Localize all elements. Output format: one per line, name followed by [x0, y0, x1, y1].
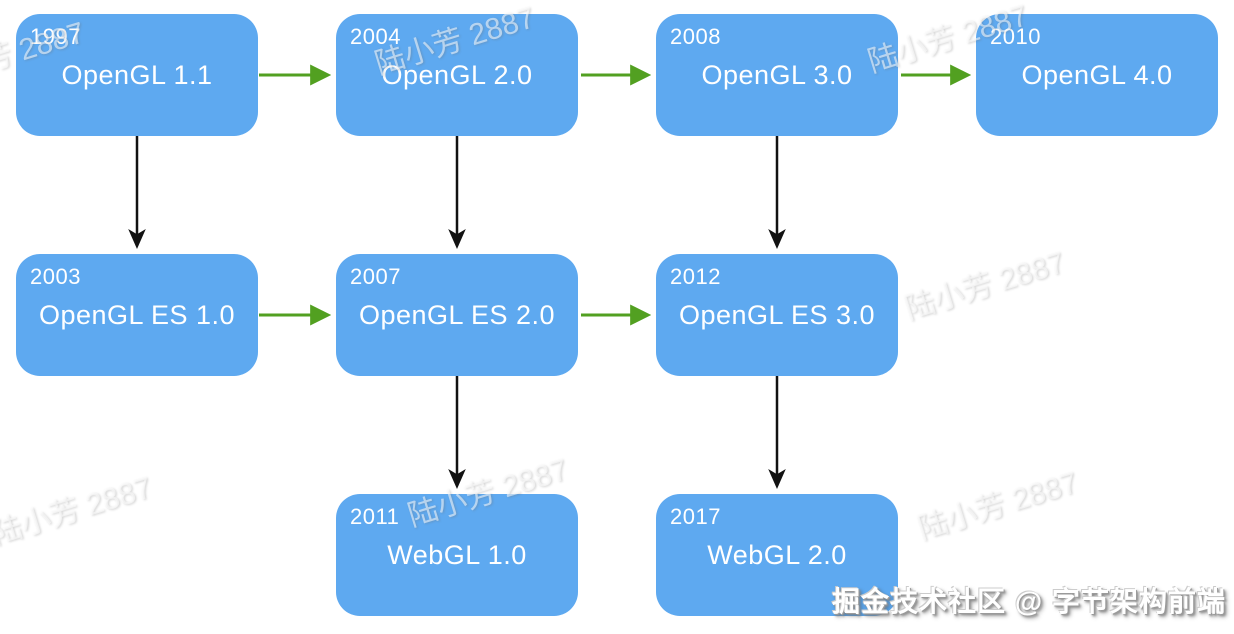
node-opengl-es-2-0: 2007 OpenGL ES 2.0 — [336, 254, 578, 376]
node-year: 2008 — [670, 24, 721, 49]
node-year: 2003 — [30, 264, 81, 289]
node-year: 2011 — [350, 504, 400, 529]
node-year: 2017 — [670, 504, 721, 529]
node-label: WebGL 1.0 — [387, 540, 527, 571]
node-opengl-2-0: 2004 OpenGL 2.0 — [336, 14, 578, 136]
node-label: OpenGL ES 2.0 — [358, 300, 556, 331]
node-label: OpenGL ES 1.0 — [38, 300, 236, 331]
node-label: OpenGL ES 3.0 — [678, 300, 876, 331]
node-year: 2007 — [350, 264, 401, 289]
node-label: OpenGL 2.0 — [381, 60, 533, 91]
node-label: OpenGL 3.0 — [701, 60, 853, 91]
node-opengl-3-0: 2008 OpenGL 3.0 — [656, 14, 898, 136]
node-opengl-4-0: 2010 OpenGL 4.0 — [976, 14, 1218, 136]
node-year: 2010 — [990, 24, 1041, 49]
node-label: OpenGL 4.0 — [1021, 60, 1173, 91]
node-opengl-1-1: 1997 OpenGL 1.1 — [16, 14, 258, 136]
credit-watermark: 掘金技术社区 @ 字节架构前端 — [832, 586, 1226, 617]
node-opengl-es-3-0: 2012 OpenGL ES 3.0 — [656, 254, 898, 376]
node-year: 1997 — [30, 24, 81, 49]
node-year: 2012 — [670, 264, 721, 289]
node-label: WebGL 2.0 — [707, 540, 847, 571]
node-year: 2004 — [350, 24, 401, 49]
node-label: OpenGL 1.1 — [61, 60, 213, 91]
node-opengl-es-1-0: 2003 OpenGL ES 1.0 — [16, 254, 258, 376]
node-webgl-2-0: 2017 WebGL 2.0 — [656, 494, 898, 616]
node-webgl-1-0: 2011 WebGL 1.0 — [336, 494, 578, 616]
